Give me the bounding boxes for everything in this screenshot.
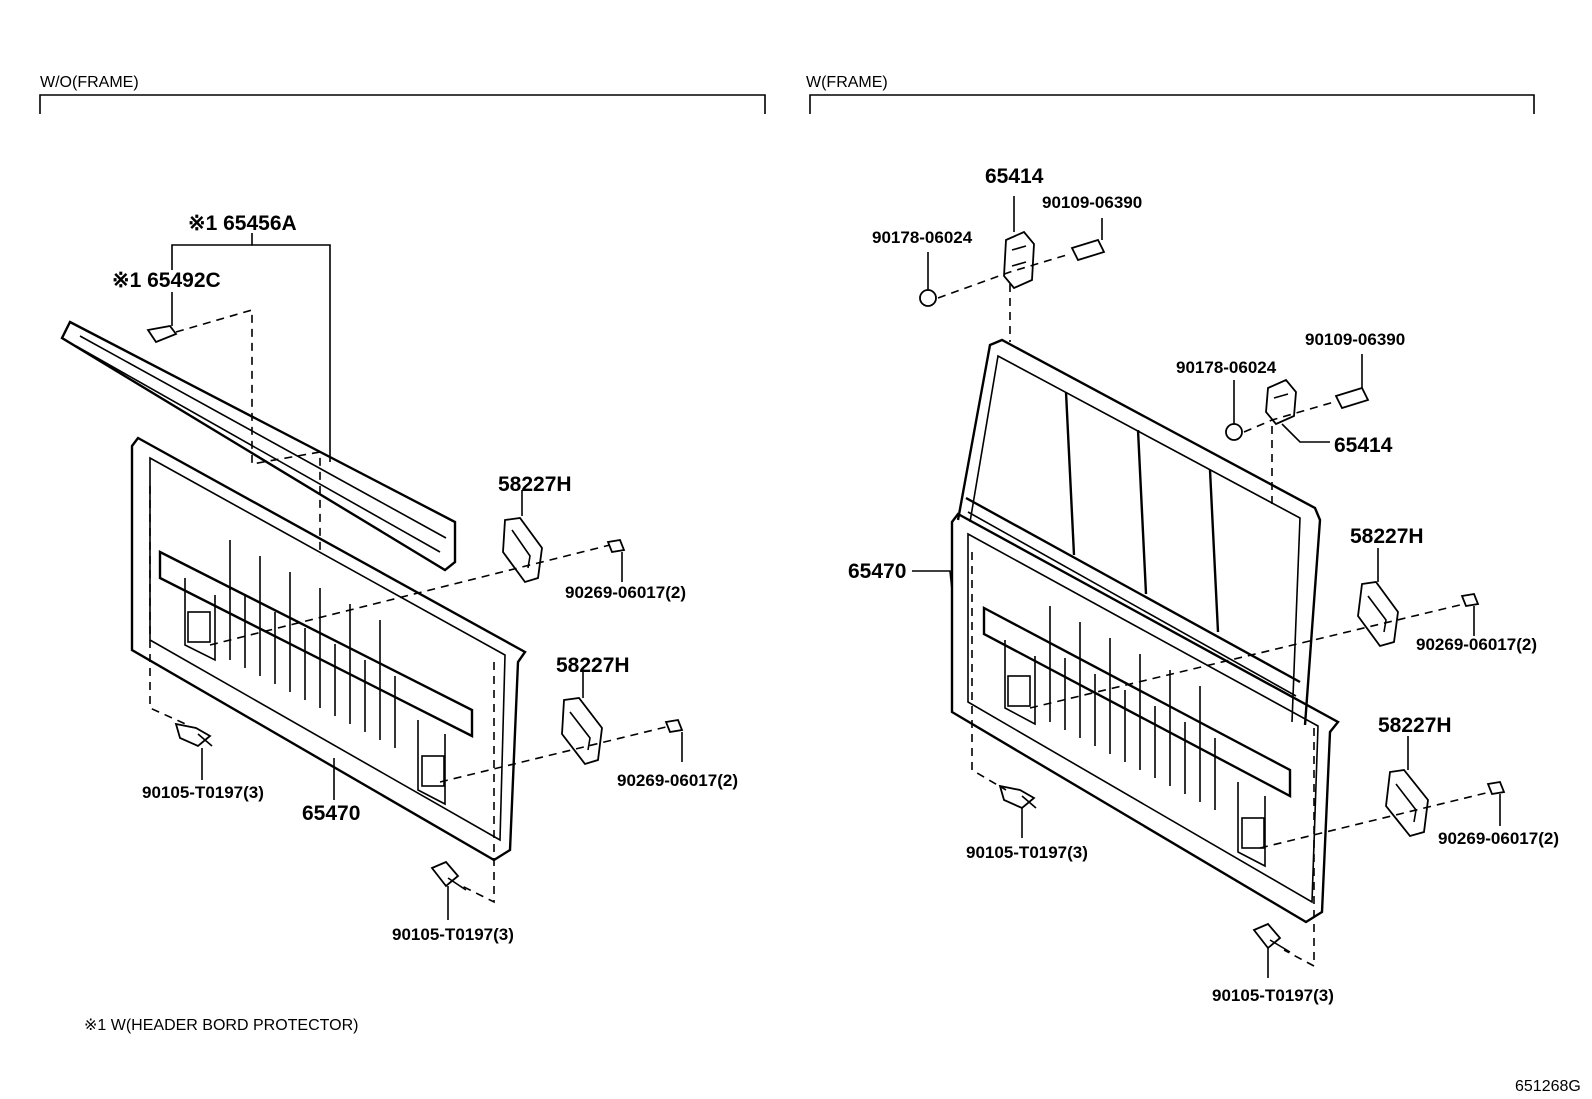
label-65456A: ※1 65456A [188, 212, 297, 235]
screw-90269-lower-left [664, 718, 684, 734]
footnote: ※1 W(HEADER BORD PROTECTOR) [84, 1017, 358, 1034]
bolt-90105-right-a [998, 784, 1037, 810]
label-90105-right-b: 90105-T0197(3) [1212, 986, 1334, 1005]
tailgate-panel-right [950, 512, 1340, 924]
screw-90269-upper-left [606, 538, 626, 554]
screw-90269-lower-right [1486, 780, 1506, 796]
screw-90269-upper-right [1460, 592, 1480, 608]
label-90178-upper: 90178-06024 [872, 228, 973, 247]
section-bracket-right [809, 94, 1535, 114]
label-90269-lower-left: 90269-06017(2) [617, 771, 738, 790]
bolt-90109-lower [1334, 386, 1370, 410]
label-58227H-upper-right: 58227H [1350, 525, 1424, 548]
figure-id: 651268G [1515, 1078, 1581, 1095]
leader-lines-left [149, 233, 683, 920]
label-58227H-lower-left: 58227H [556, 654, 630, 677]
label-90269-lower-right: 90269-06017(2) [1438, 829, 1559, 848]
bracket-58227H-upper-right [1357, 581, 1399, 648]
section-title-without-frame: W/O(FRAME) [40, 74, 139, 91]
label-65414-upper: 65414 [985, 165, 1044, 188]
section-bracket-left [39, 94, 766, 114]
label-90269-upper-left: 90269-06017(2) [565, 583, 686, 602]
bolt-90105-left-b [430, 860, 467, 891]
bracket-65414-lower [1265, 378, 1297, 426]
label-65470-left: 65470 [302, 802, 360, 825]
label-58227H-lower-right: 58227H [1378, 714, 1452, 737]
header-bord-protector-rail [60, 320, 457, 572]
nut-90178-upper [919, 289, 937, 307]
nut-90178-lower [1225, 423, 1243, 441]
bracket-58227H-lower-left [561, 697, 603, 766]
leader-lines-right [912, 196, 1501, 978]
label-90105-left-a: 90105-T0197(3) [142, 783, 264, 802]
label-65492C: ※1 65492C [112, 269, 221, 292]
bolt-90105-right-b [1252, 922, 1291, 953]
label-90105-right-a: 90105-T0197(3) [966, 843, 1088, 862]
label-90178-lower: 90178-06024 [1176, 358, 1277, 377]
label-90109-lower: 90109-06390 [1305, 330, 1405, 349]
section-title-with-frame: W(FRAME) [806, 74, 888, 91]
label-90109-upper: 90109-06390 [1042, 193, 1142, 212]
clip-part [146, 325, 178, 344]
label-65414-lower: 65414 [1334, 434, 1393, 457]
label-65470-right: 65470 [848, 560, 906, 583]
bracket-58227H-upper-left [502, 517, 543, 584]
label-58227H-upper-left: 58227H [498, 473, 572, 496]
protector-frame-right [956, 338, 1322, 726]
tailgate-panel-left [130, 436, 527, 862]
label-90105-left-b: 90105-T0197(3) [392, 925, 514, 944]
bracket-58227H-lower-right [1385, 769, 1429, 838]
bracket-65414-upper [1003, 230, 1035, 290]
bolt-90105-left-a [174, 722, 213, 748]
label-90269-upper-right: 90269-06017(2) [1416, 635, 1537, 654]
bolt-90109-upper [1070, 238, 1106, 262]
